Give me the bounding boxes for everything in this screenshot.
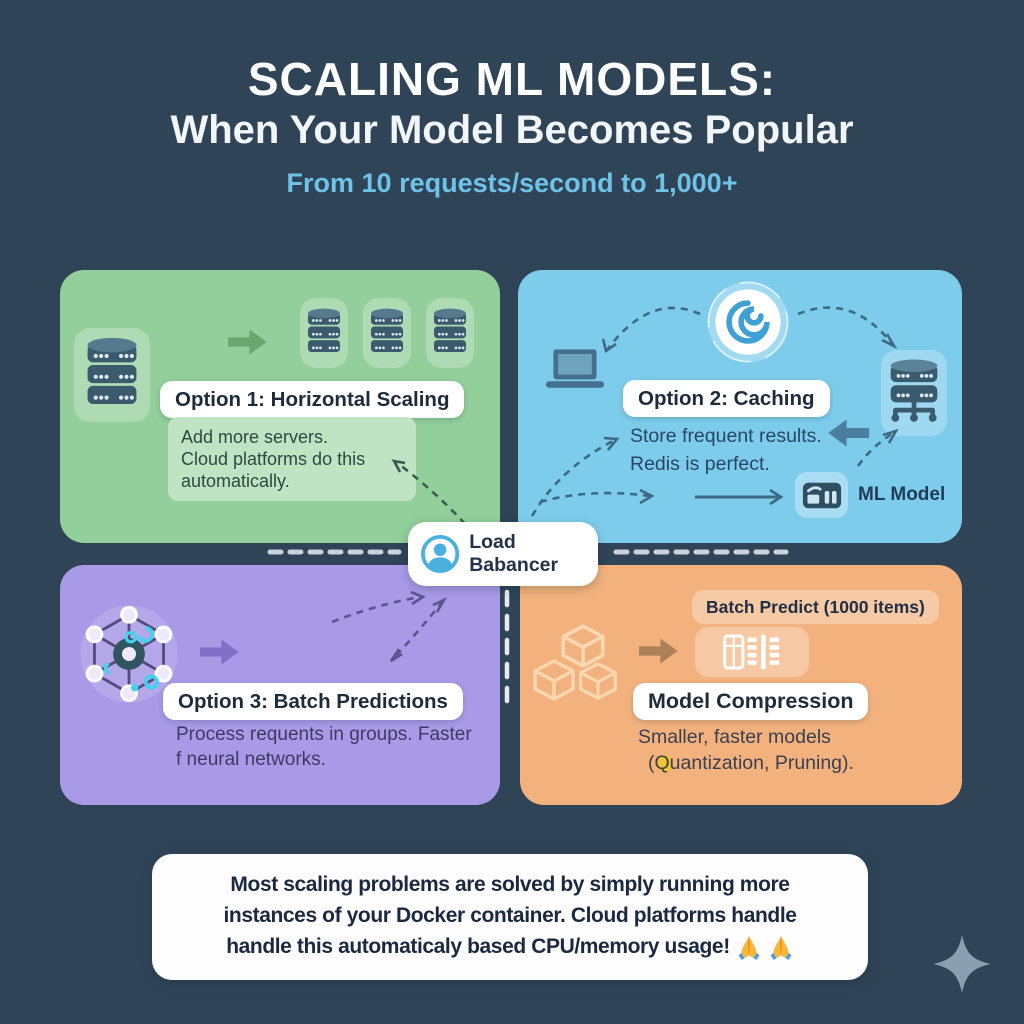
batch-table-icon — [695, 627, 809, 677]
panel-batch-predictions: Option 3: Batch Predictions Process requ… — [60, 565, 500, 805]
title-line-1: SCALING ML MODELS: — [247, 53, 777, 105]
note-line: (Quantization, Pruning). — [648, 752, 854, 774]
note-line: Cloud platforms do this — [181, 449, 366, 469]
batch-predict-badge: Batch Predict (1000 items) — [692, 590, 939, 624]
option4-title: Model Compression — [633, 683, 869, 720]
load-balancer-label: Load Babancer — [469, 531, 559, 576]
folded-hands-icon — [736, 934, 762, 960]
panel-caching: Option 2: Caching Store frequent results… — [518, 270, 962, 543]
footer-line: instances of your Docker container. Clou… — [223, 904, 797, 927]
server-icon — [300, 298, 348, 368]
note-line: Smaller, faster models — [638, 726, 831, 748]
sparkle-icon — [929, 931, 995, 997]
footer-line: Most scaling problems are solved by simp… — [230, 873, 790, 896]
server-icon — [363, 298, 411, 368]
subtitle: From 10 requests/second to 1,000+ — [286, 168, 738, 198]
highlight-dot — [656, 755, 673, 772]
panel-model-compression: Batch Predict (1000 items) Model Compres… — [520, 565, 962, 805]
cube-icon — [530, 658, 578, 702]
ml-model-label: ML Model — [858, 484, 946, 505]
left-arrow-icon — [825, 416, 871, 450]
note-line: Process requents in groups. Faster — [176, 724, 472, 745]
option3-note: Process requents in groups. Faster f neu… — [176, 722, 472, 772]
option3-title: Option 3: Batch Predictions — [163, 683, 463, 720]
footer-line: handle this automaticaly based CPU/memor… — [152, 931, 868, 962]
note-line: Add more servers. — [181, 427, 329, 447]
database-icon — [74, 328, 150, 422]
note-line: Store frequent results. — [630, 425, 822, 447]
option1-note: Add more servers. Cloud platforms do thi… — [168, 417, 416, 501]
cube-icon — [576, 661, 620, 701]
ml-model-icon — [795, 472, 848, 518]
right-arrow-icon — [226, 326, 270, 358]
title-line-2: When Your Model Becomes Popular — [170, 108, 854, 152]
option4-note: Smaller, faster models (Quantization, Pr… — [638, 724, 854, 776]
option1-title: Option 1: Horizontal Scaling — [160, 381, 465, 418]
option2-title: Option 2: Caching — [623, 380, 830, 417]
server-icon — [426, 298, 474, 368]
cache-swirl-icon — [705, 279, 791, 365]
note-line: automatically. — [181, 471, 290, 491]
panel-horizontal-scaling: Option 1: Horizontal Scaling Add more se… — [60, 270, 500, 543]
option2-note: Store frequent results. Redis is perfect… — [630, 422, 822, 478]
folded-hands-icon — [768, 934, 794, 960]
note-line: f neural networks. — [176, 749, 326, 770]
footer-note: Most scaling problems are solved by simp… — [152, 854, 868, 980]
note-line: Redis is perfect. — [630, 453, 770, 475]
load-balancer-chip: Load Babancer — [408, 522, 598, 586]
right-arrow-icon — [197, 636, 243, 668]
person-icon — [420, 532, 460, 576]
server-network-icon — [881, 350, 947, 436]
right-arrow-icon — [635, 635, 683, 667]
laptop-icon — [545, 346, 605, 392]
